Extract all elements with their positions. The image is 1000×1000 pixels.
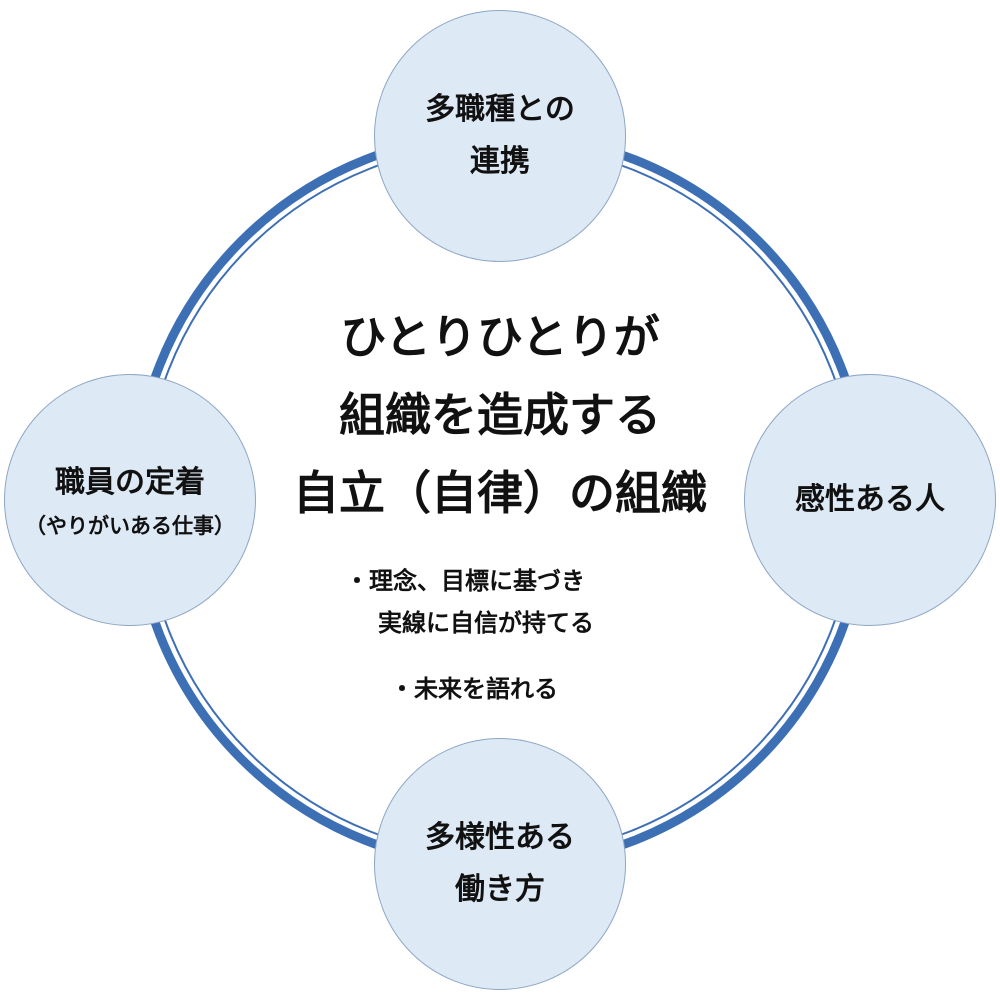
center-title-line-2: 組織を造成する (339, 388, 661, 442)
bullet-point-1-line-1: ・理念、目標に基づき (345, 567, 585, 595)
center-title-line-3: 自立（自律）の組織 (293, 466, 707, 520)
bullet-point-2: ・未来を語れる (390, 675, 558, 703)
node-top-line1: 多職種との (425, 92, 575, 127)
node-top-line2: 連携 (470, 144, 530, 179)
center-title: ひとりひとりが 組織を造成する 自立（自律）の組織 (230, 298, 770, 532)
node-left-sub: （やりがいある仕事） (25, 513, 235, 538)
node-sensible-person: 感性ある人 (744, 374, 996, 626)
node-multidisciplinary-collaboration: 多職種との 連携 (374, 10, 626, 262)
center-title-line-1: ひとりひとりが (340, 310, 660, 364)
node-left-line1: 職員の定着 (55, 465, 205, 500)
node-staff-retention: 職員の定着 （やりがいある仕事） (4, 374, 256, 626)
node-bottom-line2: 働き方 (455, 872, 545, 907)
bullet-point-1-line-2: 実線に自信が持てる (378, 609, 594, 637)
node-diverse-work-styles: 多様性ある 働き方 (374, 738, 626, 990)
node-bottom-line1: 多様性ある (425, 820, 575, 855)
center-bullet-points: ・理念、目標に基づき 実線に自信が持てる ・未来を語れる (300, 560, 700, 710)
node-right-line1: 感性ある人 (795, 482, 945, 517)
